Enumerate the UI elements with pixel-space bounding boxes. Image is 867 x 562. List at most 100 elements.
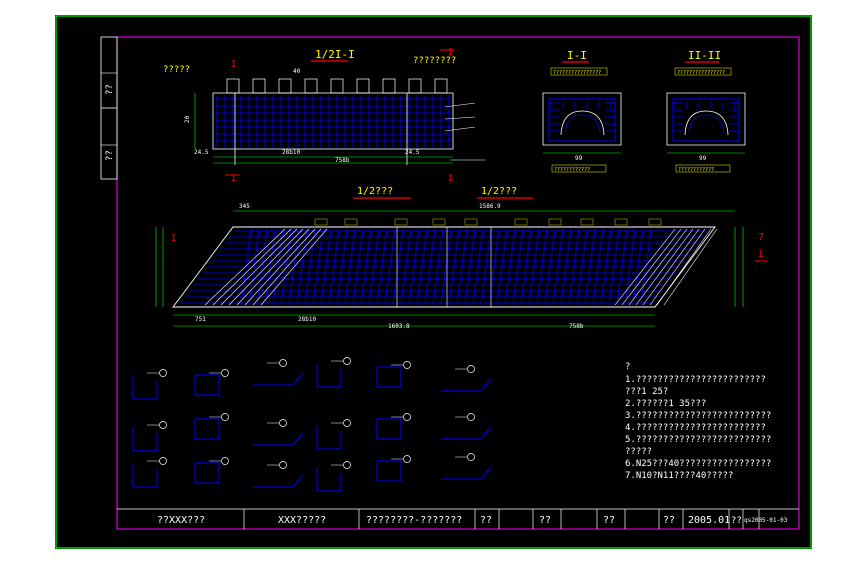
section-mark-bottom-right: I <box>448 174 453 184</box>
section-1-rebars <box>549 101 615 132</box>
diagonal-bar <box>656 228 712 306</box>
elevation-dim-right: 758b <box>569 323 584 330</box>
section-2: II-II ???????????????? 99 ???????????? <box>666 49 746 173</box>
diagonal-bar <box>204 228 286 306</box>
elevation-dim-total: 1586.9 <box>479 203 501 210</box>
rebar-line <box>360 228 372 306</box>
top-dim-20: 20 <box>184 115 191 123</box>
detail-tag-circle <box>279 419 287 427</box>
engineering-drawing: ?? ?? 1/2I-I ????? ???????? I I I I 28b1… <box>55 15 812 549</box>
rebar-line <box>312 228 324 306</box>
diagonal-bar <box>220 228 298 306</box>
shear-key <box>434 78 448 94</box>
rebar-line <box>480 228 492 306</box>
shear-key <box>408 78 422 94</box>
side-strip-label-1: ?? <box>105 84 115 95</box>
top-view-rebar-grid <box>215 93 451 165</box>
shear-key <box>252 78 266 94</box>
rebar-line <box>352 228 364 306</box>
shear-key <box>356 78 370 94</box>
top-dim-total: 758b <box>335 157 350 164</box>
top-dim-seg1: 28b10 <box>282 149 300 156</box>
tb-drawing-name: ????????-??????? <box>366 515 462 526</box>
tb-project: XXX????? <box>278 515 326 526</box>
rebar-line <box>304 228 316 306</box>
rebar-line <box>440 228 452 306</box>
rebar-line <box>520 228 532 306</box>
tb-drawing-number: qs2005-01-03 <box>744 517 788 524</box>
detail-tag-circle <box>403 455 411 463</box>
tb-cell-7: ?? <box>663 515 675 526</box>
detail-tag-circle <box>159 421 167 429</box>
detail-bar <box>376 418 402 440</box>
rebar-line <box>560 228 572 306</box>
top-dim-40: 40 <box>293 68 301 75</box>
detail-tag-circle <box>279 461 287 469</box>
elevation-label-right: 1/2??? <box>481 186 517 197</box>
diagonal-bar <box>236 228 310 306</box>
note-line-5: 4.???????????????????????? <box>625 423 766 433</box>
rebar-line <box>416 228 428 306</box>
rebar-line <box>624 228 636 306</box>
note-line-3: 2.??????1 35??? <box>625 399 706 409</box>
rebar-line <box>368 228 380 306</box>
detail-bar <box>376 366 402 388</box>
title-block: ??XXX??? XXX????? ????????-??????? ?? ??… <box>117 508 799 529</box>
note-line-1: 1.???????????????????????? <box>625 375 766 385</box>
section-mark-bottom-left: I <box>231 174 236 184</box>
tb-cell-5: ?? <box>539 515 551 526</box>
section-2-footer: ???????????? <box>678 167 714 173</box>
top-view: 1/2I-I ????? ???????? I I I I 28b10 758b… <box>163 48 485 184</box>
detail-bar <box>292 432 304 446</box>
shear-key <box>382 78 396 94</box>
rebar-line <box>392 228 404 306</box>
rebar-line <box>616 228 628 306</box>
detail-bar <box>480 378 492 392</box>
top-view-left-label: ????? <box>163 65 190 75</box>
elevation-dim-left: 28b10 <box>298 316 316 323</box>
tb-date: 2005.01 <box>688 515 730 526</box>
elevation-label-left: 1/2??? <box>357 186 393 197</box>
tb-cell-9: ?? <box>731 516 742 526</box>
note-line-2: ???1 25? <box>625 387 668 397</box>
section-1-width: 99 <box>575 155 583 162</box>
detail-tag-circle <box>221 457 229 465</box>
diagonal-bar <box>663 228 718 306</box>
section-2-subtitle: ???????????????? <box>677 70 725 76</box>
rebar-line <box>528 228 540 306</box>
shear-key <box>330 78 344 94</box>
detail-tag-circle <box>343 461 351 469</box>
rebar-line <box>272 228 284 306</box>
detail-tag-circle <box>467 453 475 461</box>
rebar-line <box>328 228 340 306</box>
rebar-line <box>536 228 548 306</box>
bar-tag <box>432 218 446 226</box>
bar-tag <box>648 218 662 226</box>
shear-key <box>278 78 292 94</box>
bar-tag <box>464 218 478 226</box>
rebar-line <box>496 228 508 306</box>
detail-tag-circle <box>221 413 229 421</box>
rebar-line <box>472 228 484 306</box>
bar-tag <box>314 218 328 226</box>
rebar-line <box>384 228 396 306</box>
detail-tag-circle <box>403 361 411 369</box>
detail-bar <box>292 474 304 488</box>
rebar-line <box>632 228 644 306</box>
rebar-line <box>256 228 268 306</box>
detail-bar <box>194 462 220 484</box>
section-2-title: II-II <box>688 49 721 62</box>
section-mark-top-left: I <box>231 60 236 70</box>
rebar-line <box>608 228 620 306</box>
elevation-dim-345: 345 <box>239 203 250 210</box>
note-line-7: ????? <box>625 447 652 457</box>
diagonal-bar <box>252 228 322 306</box>
rebar-line <box>552 228 564 306</box>
rebar-line <box>408 228 420 306</box>
detail-bar <box>194 374 220 396</box>
rebar-line <box>424 228 436 306</box>
rebar-details <box>132 357 492 492</box>
bar-tag <box>548 218 562 226</box>
bar-tag <box>344 218 358 226</box>
rebar-line <box>296 228 308 306</box>
